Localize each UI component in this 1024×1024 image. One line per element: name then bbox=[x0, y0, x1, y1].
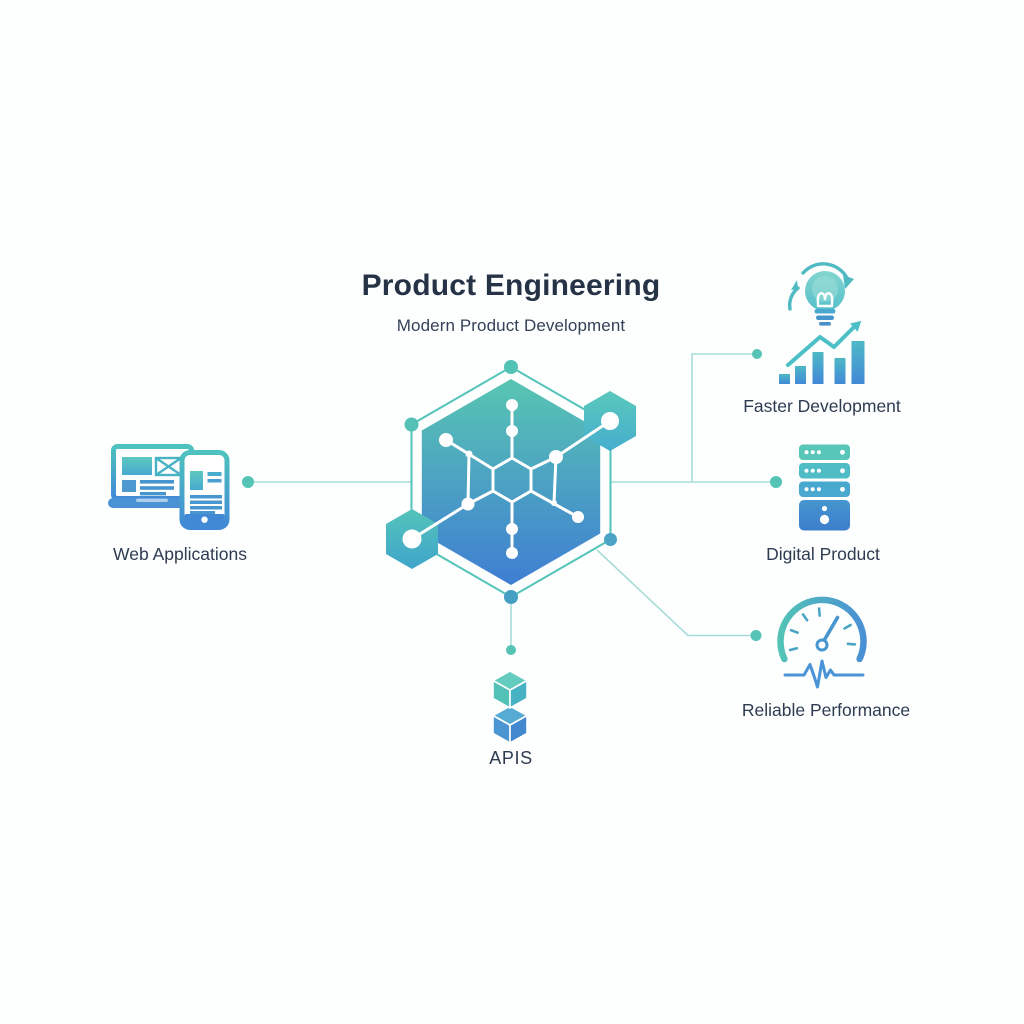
envelope-icon bbox=[154, 456, 183, 477]
laptop-icon bbox=[108, 444, 196, 508]
gradient-hexagon bbox=[421, 379, 601, 585]
connector-bottom-right bbox=[596, 549, 756, 637]
label-web-applications: Web Applications bbox=[113, 544, 247, 564]
page-subtitle: Modern Product Development bbox=[396, 316, 626, 335]
tablet-icon bbox=[179, 450, 230, 530]
label-faster-development: Faster Development bbox=[743, 396, 901, 416]
connector-lines bbox=[248, 353, 776, 649]
tablet-home-button bbox=[201, 516, 208, 523]
label-digital-product: Digital Product bbox=[766, 544, 880, 564]
gauge-icon bbox=[777, 596, 867, 663]
refresh-arrow-top bbox=[801, 262, 850, 282]
trend-arrowhead bbox=[850, 320, 862, 332]
cube-top bbox=[492, 670, 528, 709]
tablet-camera-dot bbox=[202, 456, 207, 460]
connector-dot-bottom-right bbox=[750, 630, 762, 641]
molecule-nodes bbox=[402, 399, 619, 559]
bulb-filament bbox=[816, 292, 834, 308]
refresh-arrow-left bbox=[787, 286, 800, 311]
server-stack-icon bbox=[799, 444, 850, 531]
hexagon-vertex-dot bbox=[604, 533, 617, 546]
gauge-ticks bbox=[788, 607, 857, 652]
trend-arrow-line bbox=[786, 324, 857, 367]
connector-dot-left bbox=[242, 476, 254, 488]
connector-dots bbox=[242, 349, 782, 655]
label-reliable-performance: Reliable Performance bbox=[741, 700, 911, 720]
hexagon-network-icon bbox=[386, 360, 636, 604]
connector-dot-right bbox=[770, 476, 782, 488]
lightbulb-icon bbox=[787, 262, 854, 326]
hexagon-vertex-dot bbox=[504, 590, 518, 604]
connector-dot-bottom bbox=[506, 645, 516, 655]
growth-chart-icon bbox=[779, 320, 865, 384]
pulse-line-icon bbox=[783, 659, 865, 689]
hexagon-vertex-dot bbox=[504, 360, 518, 374]
hexagon-vertex-dot bbox=[404, 417, 419, 432]
connector-dot-top-right bbox=[752, 349, 762, 359]
label-apis: APIS bbox=[489, 748, 533, 768]
connector-top-right bbox=[691, 353, 757, 482]
cube-bottom bbox=[492, 705, 528, 744]
gauge-pulse-icon bbox=[777, 596, 867, 689]
lightbulb-growth-icon bbox=[779, 262, 865, 384]
gauge-pivot bbox=[815, 638, 829, 652]
stacked-cubes-icon bbox=[492, 670, 528, 744]
page-title: Product Engineering bbox=[361, 269, 661, 302]
laptop-tablet-icon bbox=[108, 444, 230, 530]
